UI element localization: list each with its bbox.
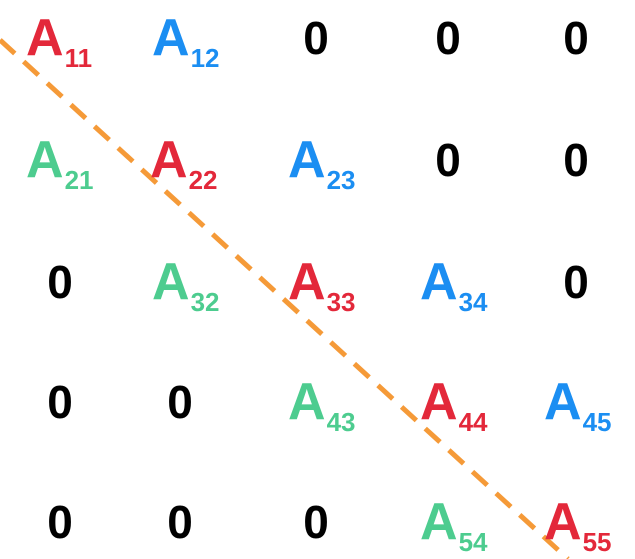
entry-subscript: 11 <box>64 43 93 73</box>
entry-subscript: 43 <box>326 407 356 437</box>
entry-letter: A <box>150 131 188 189</box>
zero-entry-r2c5: 0 <box>563 134 589 186</box>
entry-letter: A <box>26 131 64 189</box>
upper-entry-a34: A34 <box>420 253 487 315</box>
entry-subscript: 32 <box>190 287 220 317</box>
upper-entry-a45: A45 <box>544 373 611 435</box>
diag-entry-a22: A22 <box>150 131 217 193</box>
diag-entry-a55: A55 <box>544 493 611 555</box>
entry-subscript: 21 <box>64 165 94 195</box>
zero-entry-r1c3: 0 <box>303 12 329 64</box>
zero-entry-r5c3: 0 <box>303 496 329 548</box>
zero-entry-r3c5: 0 <box>563 256 589 308</box>
entry-letter: A <box>544 493 582 551</box>
upper-entry-a23: A23 <box>288 131 355 193</box>
entry-letter: A <box>544 373 582 431</box>
upper-entry-a12: A12 <box>152 9 219 71</box>
zero-entry-r4c2: 0 <box>167 376 193 428</box>
zero-entry-r5c2: 0 <box>167 496 193 548</box>
entry-letter: A <box>152 253 190 311</box>
entry-subscript: 34 <box>458 287 488 317</box>
zero-entry-r1c4: 0 <box>435 12 461 64</box>
entry-letter: A <box>288 131 326 189</box>
entry-subscript: 55 <box>582 527 612 557</box>
entry-letter: A <box>288 253 326 311</box>
diag-entry-a44: A44 <box>420 373 487 435</box>
entry-subscript: 33 <box>326 287 356 317</box>
entry-subscript: 23 <box>326 165 356 195</box>
entry-letter: A <box>420 493 458 551</box>
lower-entry-a21: A21 <box>26 131 93 193</box>
entry-letter: A <box>420 253 458 311</box>
zero-entry-r3c1: 0 <box>47 256 73 308</box>
entry-letter: A <box>420 373 458 431</box>
diag-entry-a11: A11 <box>26 9 92 71</box>
entry-letter: A <box>26 9 64 67</box>
zero-entry-r2c4: 0 <box>435 134 461 186</box>
diag-entry-a33: A33 <box>288 253 355 315</box>
zero-entry-r5c1: 0 <box>47 496 73 548</box>
entry-subscript: 12 <box>190 43 220 73</box>
entry-subscript: 54 <box>458 527 488 557</box>
entry-subscript: 45 <box>582 407 612 437</box>
entry-letter: A <box>288 373 326 431</box>
entry-subscript: 44 <box>458 407 488 437</box>
lower-entry-a43: A43 <box>288 373 355 435</box>
lower-entry-a54: A54 <box>420 493 487 555</box>
zero-entry-r1c5: 0 <box>563 12 589 64</box>
entry-letter: A <box>152 9 190 67</box>
lower-entry-a32: A32 <box>152 253 219 315</box>
zero-entry-r4c1: 0 <box>47 376 73 428</box>
entry-subscript: 22 <box>188 165 218 195</box>
